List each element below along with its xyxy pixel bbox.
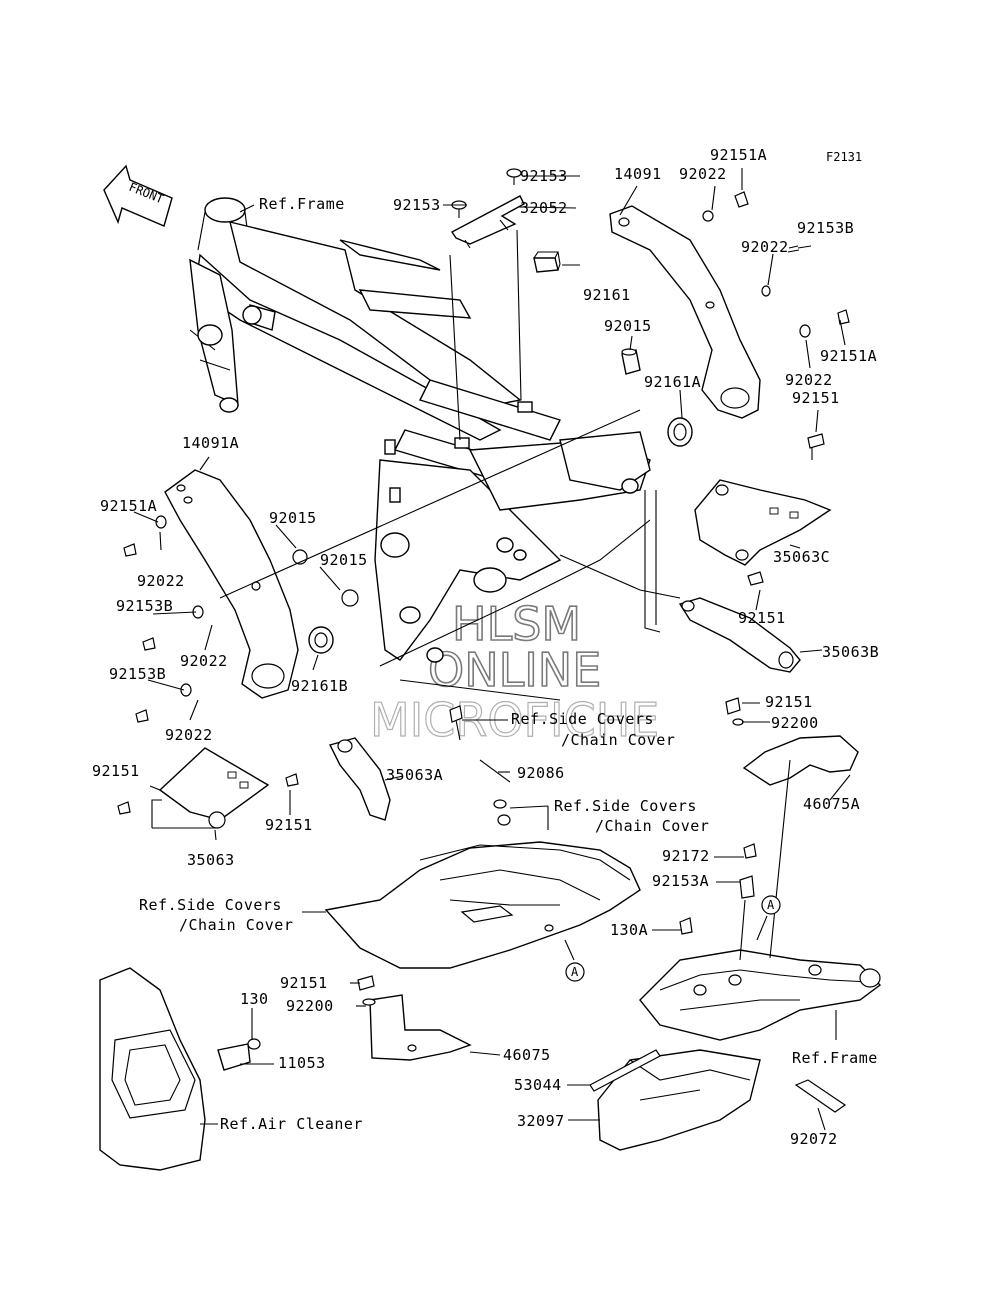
label-92151-right-3: 92151	[765, 693, 813, 711]
label-A-2: A	[571, 965, 579, 979]
label-53044: 53044	[514, 1076, 562, 1094]
label-ref-side-covers-2: Ref.Side Covers	[554, 797, 697, 815]
label-32052: 32052	[520, 199, 568, 217]
watermark-line-1: HLSM	[452, 597, 581, 651]
small-fittings-center	[449, 705, 511, 826]
label-130A: 130A	[610, 921, 648, 939]
label-ref-air-cleaner: Ref.Air Cleaner	[220, 1115, 363, 1133]
label-92022-b: 92022	[741, 238, 789, 256]
label-46075: 46075	[503, 1046, 551, 1064]
label-92153-top: 92153	[520, 167, 568, 185]
label-92161-top: 92161	[583, 286, 631, 304]
bushing-92161A	[667, 417, 693, 447]
label-11053: 11053	[278, 1054, 326, 1072]
label-ref-side-covers-3: Ref.Side Covers	[139, 896, 282, 914]
label-14091A: 14091A	[182, 434, 239, 452]
label-92015-left-1: 92015	[269, 509, 317, 527]
label-A-1: A	[767, 898, 775, 912]
label-92151-bottom: 92151	[280, 974, 328, 992]
label-35063B: 35063B	[822, 643, 879, 661]
label-92022-c: 92022	[785, 371, 833, 389]
label-92015-left-2: 92015	[320, 551, 368, 569]
air-cleaner	[99, 967, 206, 1171]
rod-53044	[589, 1049, 661, 1092]
label-chain-cover-3: /Chain Cover	[179, 916, 293, 934]
footpeg-bracket-35063A	[285, 737, 391, 821]
label-92153-left: 92153	[393, 196, 441, 214]
label-92022-a: 92022	[679, 165, 727, 183]
washers-bolts-right	[702, 191, 850, 338]
label-92072: 92072	[790, 1130, 838, 1148]
label-92153A: 92153A	[652, 872, 709, 890]
subframe	[639, 759, 882, 1041]
label-ref-side-covers-1: Ref.Side Covers	[511, 710, 654, 728]
label-92015-top: 92015	[604, 317, 652, 335]
strap-92072	[794, 1079, 847, 1113]
label-92153B-left-2: 92153B	[109, 665, 166, 683]
tail-cowl	[324, 841, 641, 969]
label-92161B: 92161B	[291, 677, 348, 695]
label-35063C: 35063C	[773, 548, 830, 566]
collar-92015-top	[621, 348, 641, 375]
label-92022-left-3: 92022	[165, 726, 213, 744]
screw-92153-top	[506, 168, 522, 185]
label-chain-cover-2: /Chain Cover	[595, 817, 709, 835]
label-92151-right-2: 92151	[738, 609, 786, 627]
label-92153B-right: 92153B	[797, 219, 854, 237]
bracket-32052	[450, 195, 525, 249]
guard-46075	[357, 975, 472, 1061]
label-92161A: 92161A	[644, 373, 701, 391]
label-92200-right: 92200	[771, 714, 819, 732]
footpeg-bracket-35063C	[694, 433, 832, 566]
label-130: 130	[240, 990, 269, 1008]
main-frame-drawing	[189, 197, 651, 663]
bracket-14091	[609, 205, 761, 419]
watermark: HLSM ONLINE MICROFICHE	[369, 596, 660, 747]
label-92022-left-1: 92022	[137, 572, 185, 590]
label-14091: 14091	[614, 165, 662, 183]
label-92086: 92086	[517, 764, 565, 782]
label-92151-left: 92151	[92, 762, 140, 780]
label-92153B-left-1: 92153B	[116, 597, 173, 615]
label-35063: 35063	[187, 851, 235, 869]
label-chain-cover-1: /Chain Cover	[561, 731, 675, 749]
label-92151A-right: 92151A	[820, 347, 877, 365]
watermark-line-3: MICROFICHE	[370, 693, 659, 747]
guard-46075A	[725, 697, 859, 786]
label-ref-frame-top: Ref.Frame	[259, 195, 345, 213]
label-92151A-left: 92151A	[100, 497, 157, 515]
label-92151A-top: 92151A	[710, 146, 767, 164]
washers-bolts-left	[123, 515, 359, 723]
footpeg-bracket-35063	[117, 747, 270, 829]
marker-A-circle-2	[565, 962, 585, 982]
front-arrow-icon: FRONT	[103, 164, 173, 227]
label-ref-frame-bottom: Ref.Frame	[792, 1049, 878, 1067]
screw-92153-left	[451, 200, 467, 218]
figure-code: F2131	[826, 150, 862, 164]
label-32097: 32097	[517, 1112, 565, 1130]
watermark-line-2: ONLINE	[428, 643, 601, 697]
bracket-14091A	[164, 469, 299, 699]
label-92200-bottom: 92200	[286, 997, 334, 1015]
marker-A-circle-1	[761, 895, 781, 915]
label-92151-right-1: 92151	[792, 389, 840, 407]
damper-92161	[533, 251, 561, 273]
labels: F2131 92153 92153 32052 92161 Ref.Frame …	[92, 146, 879, 1148]
clip-11053	[217, 1038, 261, 1071]
label-92151-mid: 92151	[265, 816, 313, 834]
tray-32097	[597, 1049, 761, 1151]
footpeg-bracket-35063B	[678, 571, 801, 673]
leader-lines	[133, 168, 851, 1131]
label-92022-left-2: 92022	[180, 652, 228, 670]
label-35063A: 35063A	[386, 766, 443, 784]
label-46075A: 46075A	[803, 795, 860, 813]
label-92172: 92172	[662, 847, 710, 865]
